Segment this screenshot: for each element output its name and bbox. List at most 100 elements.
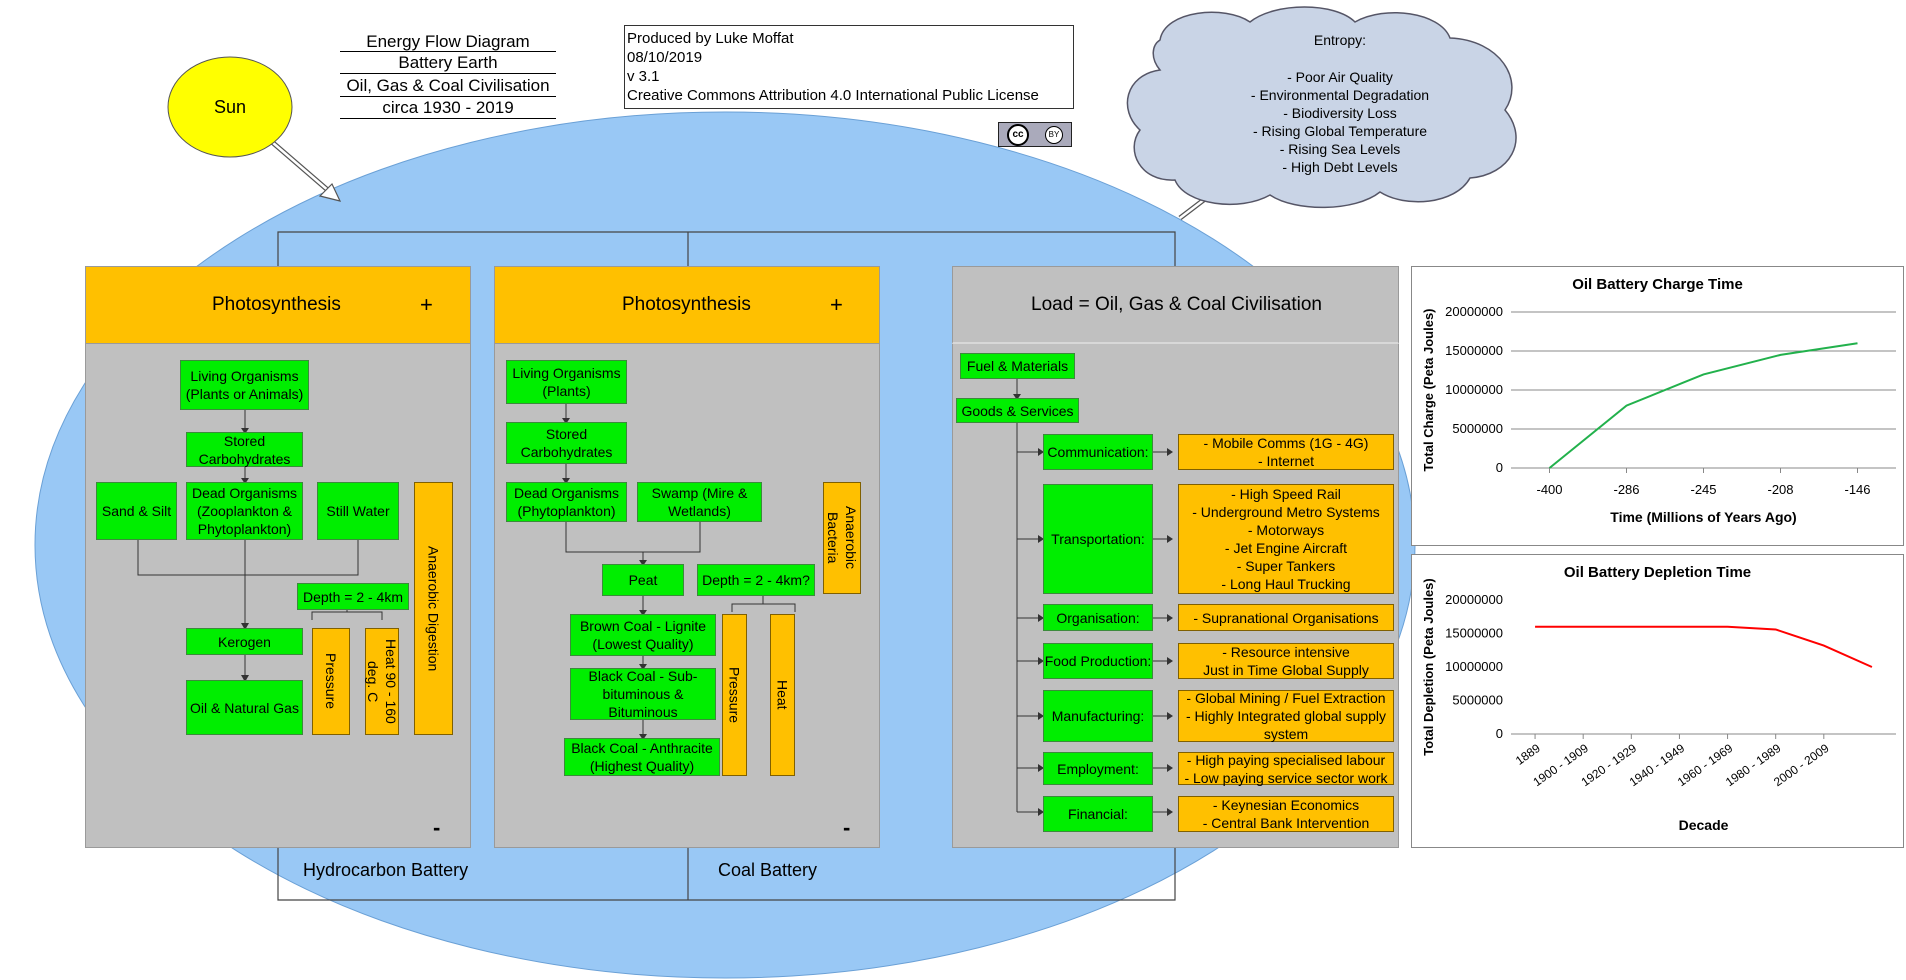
coal-battery-label: Coal Battery <box>718 860 818 880</box>
circuit-wire <box>277 231 1176 266</box>
plus-terminal: + <box>420 292 433 317</box>
heat-box: Heat 90 - 160 deg. C <box>365 628 399 735</box>
oil-natural-gas-box: Oil & Natural Gas <box>186 680 303 735</box>
detail-line: - Long Haul Trucking <box>1221 576 1351 592</box>
brown-coal-box: Brown Coal - Lignite (Lowest Quality) <box>570 614 716 656</box>
fuel-materials-box: Fuel & Materials <box>960 353 1075 379</box>
entropy-item: - Environmental Degradation <box>1250 87 1430 103</box>
y-tick-label: 10000000 <box>1445 382 1503 397</box>
title-line-1: Energy Flow Diagram <box>366 32 530 51</box>
peat-box: Peat <box>602 564 684 596</box>
anaerobic-digestion-label: Anaerobic Digestion <box>425 545 442 672</box>
x-tick-label: -146 <box>1844 482 1870 497</box>
data-line <box>1535 625 1873 668</box>
title-line-3: Oil, Gas & Coal Civilisation <box>346 76 550 95</box>
load-header: Load = Oil, Gas & Coal Civilisation <box>952 266 1399 344</box>
load-category-financial: Financial: <box>1043 796 1153 832</box>
black-coal-bituminous-box: Black Coal - Sub-bituminous & Bituminous <box>570 668 716 720</box>
anaerobic-bacteria-label: Anaerobic Bacteria <box>825 506 859 570</box>
sun-label: Sun <box>213 97 247 117</box>
y-tick-label: 0 <box>1496 460 1503 475</box>
circuit-wire-bottom <box>277 848 1176 901</box>
x-axis-label: Decade <box>1679 817 1729 833</box>
y-tick-label: 20000000 <box>1445 592 1503 607</box>
load-detail-financial: - Keynesian Economics - Central Bank Int… <box>1178 796 1394 832</box>
detail-line: - Highly Integrated global supply <box>1185 708 1386 724</box>
depletion-time-chart: Oil Battery Depletion Time 0 5000000 100000… <box>1411 554 1904 848</box>
chart-title: Oil Battery Charge Time <box>1572 276 1743 293</box>
load-category-transportation: Transportation: <box>1043 484 1153 594</box>
y-axis-label: Total Charge (Peta Joules) <box>1421 308 1436 471</box>
detail-line: - Keynesian Economics <box>1212 797 1360 813</box>
load-detail-food-production: - Resource intensive Just in Time Global… <box>1178 643 1394 679</box>
pressure-label: Pressure <box>323 653 339 710</box>
stored-carbohydrates-box: Stored Carbohydrates <box>506 422 627 464</box>
anaerobic-digestion-box: Anaerobic Digestion <box>414 482 453 735</box>
living-organisms-box: Living Organisms (Plants) <box>506 360 627 404</box>
y-tick-label: 5000000 <box>1452 421 1503 436</box>
charge-time-chart: Oil Battery Charge Time05000000100000001… <box>1411 266 1904 546</box>
chart-frame <box>1411 554 1904 848</box>
title-line-4: circa 1930 - 2019 <box>382 98 514 117</box>
stored-carbohydrates-box: Stored Carbohydrates <box>186 432 303 467</box>
pressure-label: Pressure <box>726 666 743 724</box>
detail-line: - High Speed Rail <box>1231 486 1341 502</box>
load-category-organisation: Organisation: <box>1043 604 1153 631</box>
load-detail-communication: - Mobile Comms (1G - 4G) - Internet <box>1178 434 1394 470</box>
entropy-cloud <box>1126 6 1517 209</box>
x-tick-label: -245 <box>1690 482 1716 497</box>
sun-circle <box>167 56 293 158</box>
plus-terminal: + <box>830 292 843 317</box>
y-tick-label: 0 <box>1496 726 1503 741</box>
detail-line: - Motorways <box>1247 522 1325 538</box>
detail-line: Just in Time Global Supply <box>1203 662 1369 678</box>
credits-box: Produced by Luke Moffat 08/10/2019 v 3.1… <box>624 25 1074 109</box>
hydrocarbon-header: Photosynthesis + <box>85 266 471 344</box>
detail-line: - Underground Metro Systems <box>1192 504 1380 520</box>
anaerobic-bacteria-box: Anaerobic Bacteria <box>823 482 861 594</box>
load-detail-organisation: - Supranational Organisations <box>1178 604 1394 631</box>
detail-line: - Internet <box>1257 453 1315 469</box>
coal-header-title: Photosynthesis <box>622 294 751 315</box>
entropy-list: - Poor Air Quality - Environmental Degra… <box>1190 68 1490 176</box>
goods-services-box: Goods & Services <box>956 398 1079 423</box>
credits-date: 08/10/2019 <box>627 49 703 66</box>
depth-box: Depth = 2 - 4km <box>297 583 409 610</box>
detail-line: - Central Bank Intervention <box>1202 815 1370 831</box>
title-divider <box>340 51 556 52</box>
title-divider <box>340 118 556 119</box>
detail-line: - High paying specialised labour <box>1186 751 1386 768</box>
x-axis-label: Time (Millions of Years Ago) <box>1610 509 1796 525</box>
load-category-employment: Employment: <box>1043 752 1153 785</box>
y-axis-label: Total Depletion (Peta Joules) <box>1421 578 1436 755</box>
pressure-box: Pressure <box>312 628 350 735</box>
cc-by-badge[interactable]: cc BY <box>998 122 1072 147</box>
y-tick-label: 5000000 <box>1452 693 1503 708</box>
y-tick-label: 10000000 <box>1445 659 1503 674</box>
detail-line: - Mobile Comms (1G - 4G) <box>1203 435 1369 451</box>
credits-author: Produced by Luke Moffat <box>627 30 794 47</box>
detail-line: - Global Mining / Fuel Extraction <box>1186 690 1386 706</box>
title-line-2: Battery Earth <box>398 53 498 72</box>
load-detail-transportation: - High Speed Rail - Underground Metro Sy… <box>1178 484 1394 594</box>
cc-icon: cc <box>1007 123 1029 146</box>
by-icon: BY <box>1045 125 1063 144</box>
dead-organisms-box: Dead Organisms (Zooplankton & Phytoplank… <box>186 482 303 540</box>
title-divider <box>340 96 556 97</box>
living-organisms-box: Living Organisms (Plants or Animals) <box>180 360 309 410</box>
entropy-item: - Rising Global Temperature <box>1252 123 1428 139</box>
detail-line: - Resource intensive <box>1222 644 1350 660</box>
sand-silt-box: Sand & Silt <box>96 482 177 540</box>
x-tick-label: -286 <box>1613 482 1639 497</box>
chart-title: Oil Battery Depletion Time <box>1564 564 1751 581</box>
pressure-box: Pressure <box>722 614 747 776</box>
entropy-item: - Biodiversity Loss <box>1283 105 1397 121</box>
kerogen-box: Kerogen <box>186 628 303 655</box>
title-divider <box>340 73 556 74</box>
swamp-box: Swamp (Mire & Wetlands) <box>637 482 762 522</box>
load-detail-employment: - High paying specialised labour - Low p… <box>1178 751 1394 786</box>
anthracite-box: Black Coal - Anthracite (Highest Quality… <box>564 738 720 776</box>
